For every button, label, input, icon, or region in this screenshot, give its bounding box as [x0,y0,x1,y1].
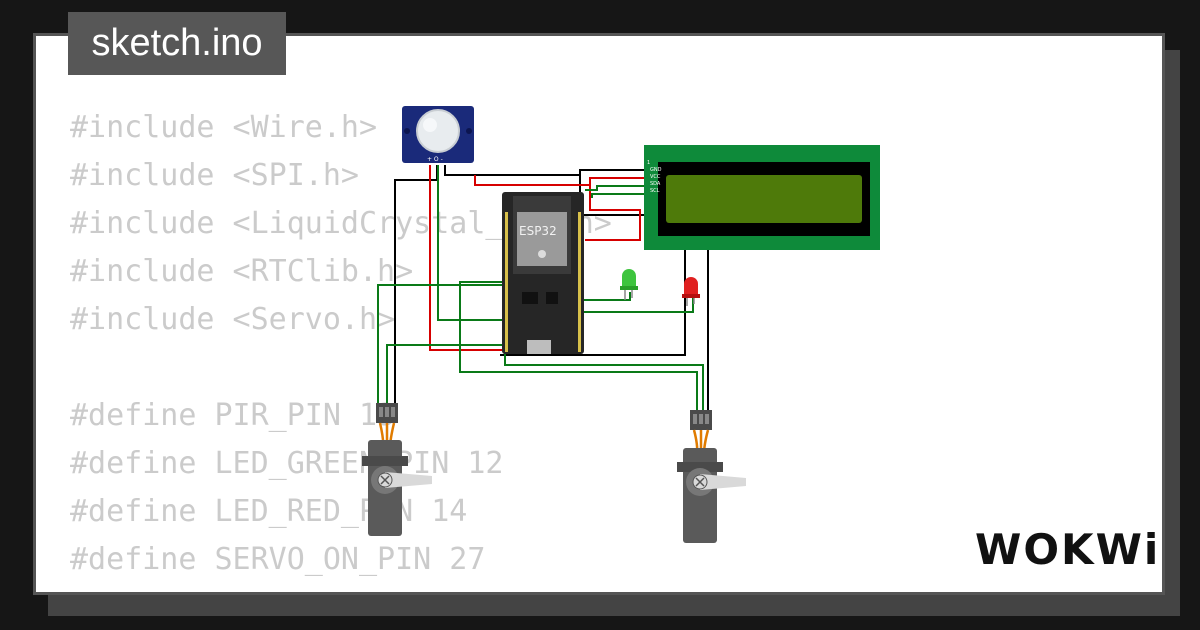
servo-right[interactable] [677,410,746,543]
code-line: #include <SPI.h> [70,158,359,193]
pir-pin-labels: + O - [427,156,443,163]
servo-left[interactable] [362,403,432,536]
lcd-pin-label: GND [650,167,662,173]
wire-red [429,165,510,351]
code-line: #include <Servo.h> [70,302,396,337]
wire-green [459,281,698,410]
lcd-display[interactable]: 1 GND VCC SDA SCL [644,145,880,250]
wire-red [585,185,641,241]
wire-red [474,175,650,186]
usb-port [527,340,551,354]
code-line: #define SERVO_ON_PIN 27 [70,542,486,577]
led-red[interactable] [682,277,700,306]
wifi-icon [538,250,546,258]
file-tab[interactable]: sketch.ino [68,12,286,75]
preview-card: #include <Wire.h> #include <SPI.h> #includ… [33,33,1165,595]
wokwi-logo: WOKWi [975,525,1161,574]
code-line: #include <RTClib.h> [70,254,414,289]
code-line: #define SERVO_OFF_PIN 26 [70,584,612,592]
code-line: #include <Wire.h> [70,110,378,145]
wire-green [386,344,505,405]
lcd-pin-labels: 1 GND VCC SDA SCL [647,160,662,194]
esp32-label: ESP32 [519,224,557,238]
wire-green [585,185,650,191]
pir-sensor[interactable]: + O - [402,106,474,163]
header-pins [505,212,581,352]
wire-green [591,193,650,198]
wire-green [377,284,505,405]
wire-green [437,165,505,321]
led-green[interactable] [620,269,638,300]
lcd-pin-label: VCC [650,174,661,180]
lcd-pin-label: SCL [650,188,660,194]
lcd-pin-label: 1 [647,160,650,166]
lcd-pin-label: SDA [650,181,661,187]
wire-black [444,165,650,176]
esp32-board[interactable]: ESP32 [502,192,584,354]
wire-black [500,225,686,356]
